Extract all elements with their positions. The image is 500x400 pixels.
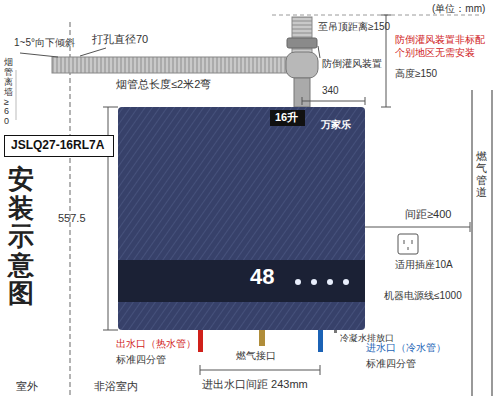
ceiling-line [272, 15, 482, 16]
hole-leader [80, 48, 106, 56]
flue-stub [294, 78, 310, 107]
display-icon [311, 279, 317, 285]
label: 间距≥400 [405, 208, 451, 221]
display-icon [327, 279, 333, 285]
label: (单位：mm) [432, 3, 485, 15]
spacing-dimension [200, 370, 320, 371]
socket-icon [398, 234, 418, 254]
label: 燃气管道 [476, 150, 487, 198]
label: 340 [322, 85, 339, 97]
dimension-tick [103, 107, 118, 108]
label: 进出水口间距 243mm [202, 378, 308, 391]
dimension-tick [103, 330, 118, 331]
title: 安装示意图 [8, 165, 34, 308]
label: 标准四分管 [116, 354, 166, 366]
label: 打孔直径70 [92, 33, 148, 46]
display-panel [118, 260, 365, 302]
label: 至吊顶距离≥150 [318, 21, 390, 33]
label: 高度≥150 [395, 68, 437, 80]
node-text: 万家乐 [321, 119, 351, 131]
model-box: JSLQ27-16RL7A [4, 135, 114, 157]
dimension-tick [365, 97, 366, 105]
gas-pipe-edge [491, 90, 493, 396]
label: 适用插座10A [395, 259, 453, 271]
dimension-tick [200, 365, 201, 375]
label: 非浴室内 [94, 380, 138, 393]
heater-texture [118, 107, 365, 330]
heater-body [118, 107, 365, 330]
hot-water-pipe [198, 330, 203, 352]
device-leader [318, 46, 320, 58]
anti-backdraft-device [287, 38, 317, 48]
node-text: JSLQ27-16RL7A [11, 138, 107, 152]
dimension-tick [320, 365, 321, 375]
offset-dimension [302, 101, 365, 102]
dimension-tick [381, 107, 391, 108]
label: 燃气接口 [236, 350, 276, 362]
flue-elbow [286, 52, 318, 78]
label: 进水口（冷水管） [366, 342, 446, 354]
label: 室外 [16, 380, 38, 393]
label: 防倒灌风装置 [322, 58, 382, 70]
dimension-tick [302, 97, 303, 105]
dimension-tick [470, 222, 471, 232]
condensate-outlet [334, 330, 337, 333]
label: 557.5 [58, 212, 86, 225]
display-icon [343, 279, 349, 285]
label: 出水口（热水管） [116, 338, 196, 350]
label: 1~5°向下倾斜 [14, 37, 75, 49]
dimension-tick [381, 15, 391, 16]
label: 烟管总长度≤2米2弯 [116, 78, 211, 91]
wall-gap-dimension [16, 70, 17, 120]
heater-unit: 万家乐 48 16升 [118, 107, 365, 330]
node-text: 48 [250, 264, 274, 290]
socket-pin [404, 240, 405, 244]
flue-riser [292, 17, 312, 57]
spacing-dimension [365, 227, 470, 228]
tilt-arrow [20, 53, 58, 57]
socket-pin [408, 247, 409, 250]
label: 标准四分管 [366, 358, 416, 370]
label: 机器电源线≤1000 [384, 290, 462, 302]
gas-pipe-edge [471, 90, 473, 396]
gas-connector [259, 330, 265, 346]
label: 防倒灌风装置非标配 个别地区无需安装 [395, 33, 487, 59]
display-icon [295, 279, 301, 285]
socket-pin [412, 240, 413, 244]
capacity-badge: 16升 [270, 110, 305, 126]
wall-line [69, 22, 71, 396]
cold-water-pipe [318, 330, 323, 352]
node-text: 16升 [275, 111, 300, 124]
label: 烟管离墙≥60 [4, 58, 13, 127]
flue-pipe [52, 57, 292, 73]
